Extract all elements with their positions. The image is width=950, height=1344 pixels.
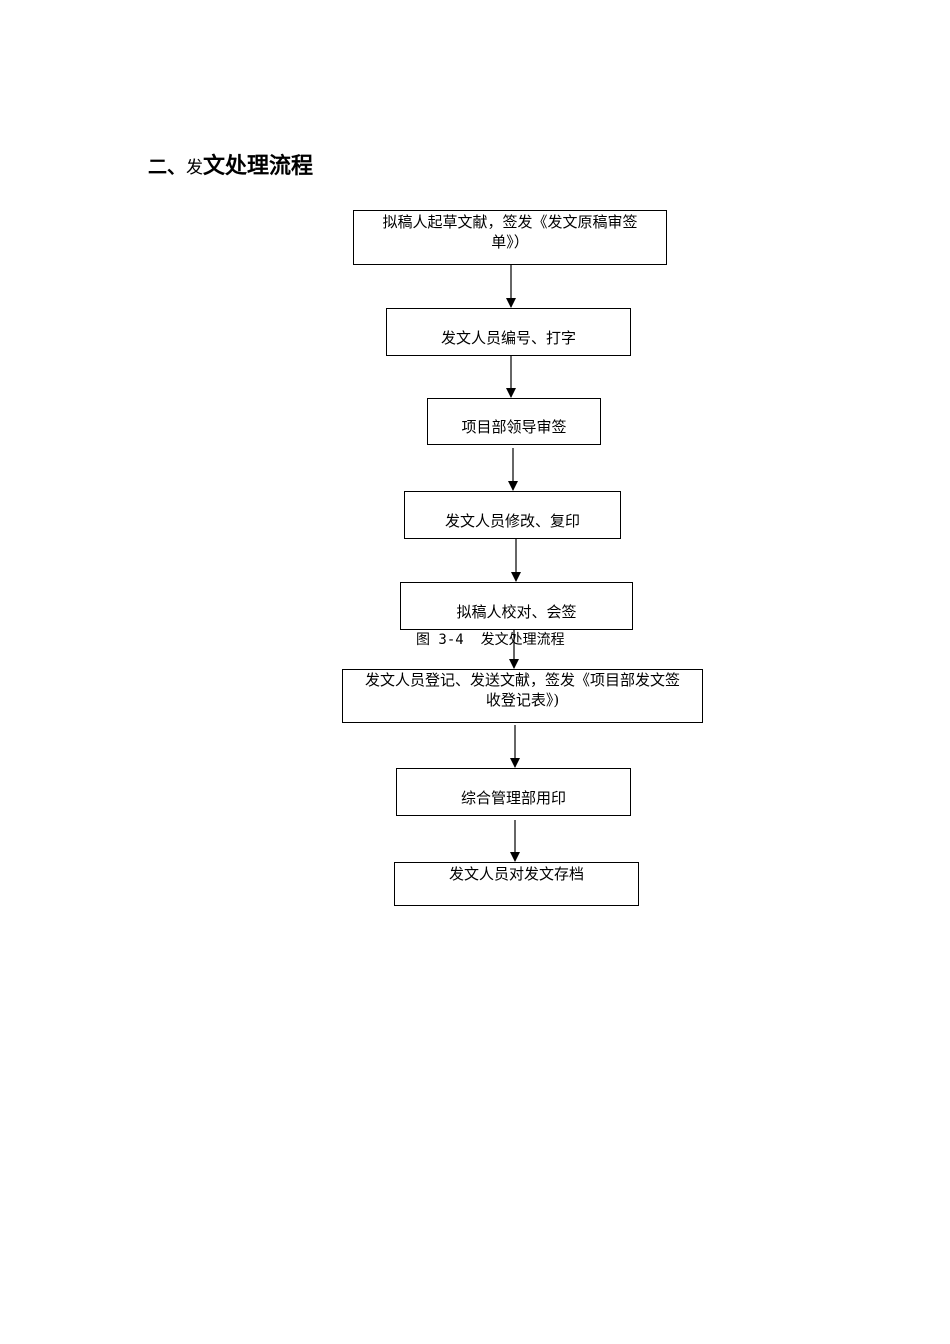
- flow-step-revise-copy-label: 发文人员修改、复印: [444, 512, 580, 530]
- flow-step-archive-label: 发文人员对发文存档: [448, 865, 584, 883]
- flow-step-seal-label: 综合管理部用印: [460, 789, 566, 807]
- flow-step-draft-line2: 单》）: [491, 233, 529, 251]
- flow-step-leader-review-label: 项目部领导审签: [461, 418, 567, 436]
- flow-step-proofread: 拟稿人校对、会签: [400, 582, 633, 630]
- heading-small-char: 发: [186, 158, 204, 178]
- flow-step-register-send-line1: 发文人员登记、发送文献，签发《项目部发文签: [364, 671, 680, 689]
- flow-step-proofread-label: 拟稿人校对、会签: [456, 603, 577, 621]
- flow-step-revise-copy: 发文人员修改、复印: [404, 491, 621, 539]
- flow-step-register-send-line2: 收登记表》): [485, 691, 560, 709]
- flow-step-numbering: 发文人员编号、打字: [386, 308, 631, 356]
- flow-step-archive: 发文人员对发文存档: [394, 862, 639, 906]
- section-heading: 二、发文处理流程: [148, 150, 313, 185]
- flow-step-register-send: 发文人员登记、发送文献，签发《项目部发文签 收登记表》): [342, 669, 703, 723]
- heading-prefix: 二、: [148, 156, 187, 178]
- flow-step-seal: 综合管理部用印: [396, 768, 631, 816]
- heading-main: 文处理流程: [203, 154, 314, 179]
- flow-step-draft: 拟稿人起草文献，签发《发文原稿审签 单》）: [353, 210, 667, 265]
- flow-step-leader-review: 项目部领导审签: [427, 398, 601, 445]
- figure-caption: 图 3-4 发文处理流程: [416, 632, 565, 648]
- flow-step-draft-line1: 拟稿人起草文献，签发《发文原稿审签: [382, 213, 638, 231]
- flow-step-numbering-label: 发文人员编号、打字: [440, 329, 576, 347]
